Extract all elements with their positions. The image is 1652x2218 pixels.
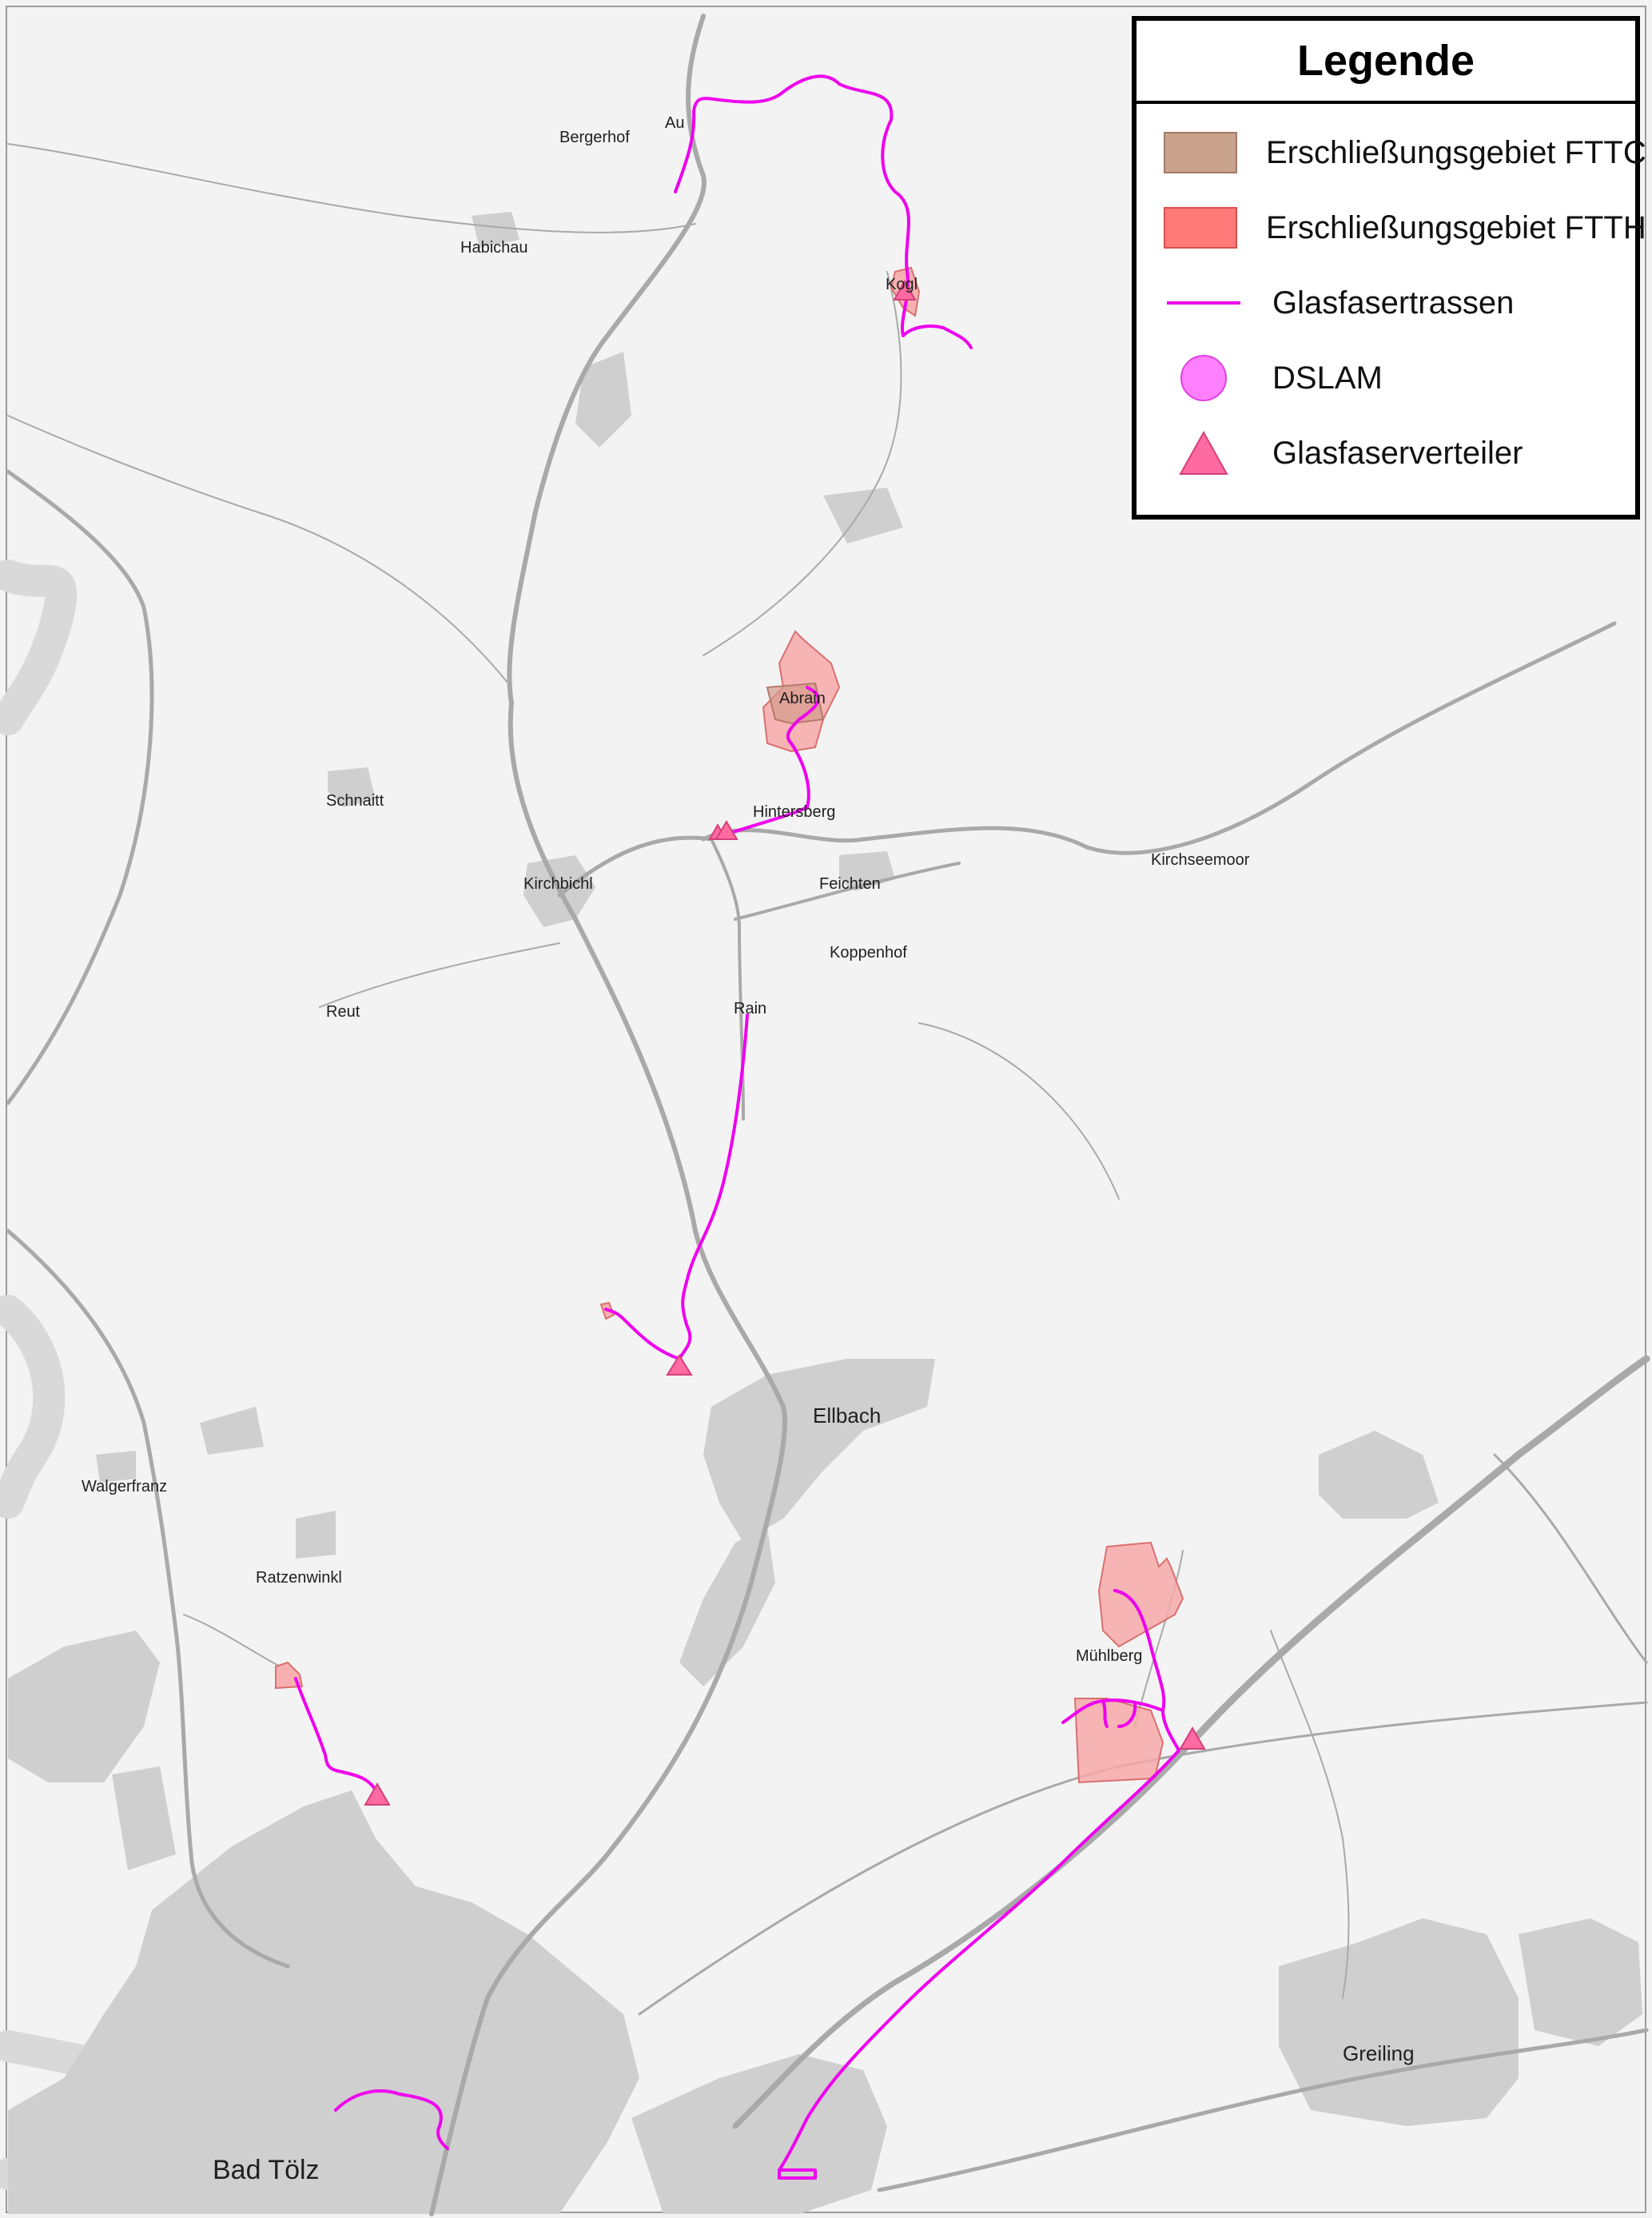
road-feichten	[734, 862, 961, 921]
label-muehlberg: Mühlberg	[1076, 1647, 1142, 1665]
map-frame	[6, 6, 1646, 2213]
settlement-greiling	[1279, 1918, 1519, 2126]
legend-item-fttc: Erschließungsgebiet FTTC	[1136, 115, 1646, 190]
label-kirchbichl: Kirchbichl	[523, 875, 593, 893]
distributor-ratzenwinkl	[364, 1782, 391, 1806]
settlement-northeast	[1319, 1431, 1439, 1519]
legend-title: Legende	[1136, 21, 1635, 104]
road-greiling	[877, 2028, 1649, 2192]
ftth-area-swatch	[1164, 204, 1237, 252]
dslam-circle-icon	[1164, 354, 1244, 402]
legend-label-fttc: Erschließungsgebiet FTTC	[1266, 134, 1646, 170]
label-hintersberg: Hintersberg	[753, 803, 835, 821]
label-walgerfranz: Walgerfranz	[82, 1478, 167, 1495]
road-minor-4	[918, 1022, 1120, 1200]
fiber-route-west-branch	[604, 1308, 681, 1360]
label-ratzenwinkl: Ratzenwinkl	[256, 1569, 342, 1587]
distributor-hintersberg-main	[715, 820, 738, 840]
label-kirchseemoor: Kirchseemoor	[1151, 851, 1250, 869]
label-kogl: Kogl	[886, 276, 918, 293]
map-legend: Legende Erschließungsgebiet FTTC Erschli…	[1132, 16, 1646, 520]
settlement-ellbach-south	[679, 1527, 775, 1686]
label-bergerhof: Bergerhof	[559, 129, 630, 146]
road-main-north-south	[429, 14, 787, 2216]
settlement-walgerfranz	[96, 1451, 136, 1483]
settlement-bad-toelz	[8, 1790, 639, 2214]
fttc-area-swatch	[1164, 129, 1237, 177]
label-schnaitt: Schnaitt	[326, 792, 384, 810]
fiber-route-toelz-south	[778, 2168, 817, 2180]
label-au: Au	[665, 114, 684, 132]
settlement-woods-1	[575, 352, 631, 448]
fiber-route-muehlberg	[1113, 1589, 1180, 1752]
settlement-areas	[8, 212, 1642, 2214]
label-greiling: Greiling	[1343, 2041, 1415, 2065]
fiber-route-rain-ellbach	[678, 1013, 749, 1360]
road-minor-5	[1270, 1630, 1350, 1999]
road-west-south	[6, 1228, 290, 1969]
label-rain: Rain	[734, 1000, 766, 1017]
road-network	[6, 14, 1650, 2216]
label-reut: Reut	[326, 1003, 360, 1021]
label-feichten: Feichten	[819, 875, 881, 893]
settlement-ratzenwinkl	[296, 1511, 336, 1559]
distributor-kogl	[893, 279, 917, 301]
label-koppenhof: Koppenhof	[830, 944, 907, 962]
road-minor-8	[703, 271, 902, 656]
legend-label-distributor: Glasfaserverteiler	[1272, 435, 1523, 471]
legend-label-ftth: Erschließungsgebiet FTTH	[1266, 209, 1646, 245]
fiber-routes	[294, 74, 1180, 2180]
label-ellbach: Ellbach	[813, 1404, 881, 1428]
legend-item-dslam: DSLAM	[1136, 340, 1635, 416]
legend-item-fiber-route: Glasfasertrassen	[1136, 265, 1635, 340]
road-minor-3	[319, 942, 560, 1008]
road-east-kirchseemoor	[701, 621, 1617, 855]
development-areas	[275, 266, 1184, 1784]
road-west-b13	[6, 469, 154, 1105]
settlement-greiling-east	[1519, 1918, 1642, 2046]
place-labels: Au Bergerhof Habichau Kogl Abrain Hinter…	[82, 114, 1415, 2185]
settlement-bad-toelz-west	[8, 1631, 160, 1782]
road-highway-east	[1195, 1355, 1650, 1738]
legend-item-ftth: Erschließungsgebiet FTTH	[1136, 190, 1646, 265]
settlement-ellbach	[703, 1359, 935, 1543]
fiber-line-icon	[1164, 279, 1244, 327]
fiber-route-ratzenwinkl	[294, 1677, 377, 1792]
ftth-area-muehlberg-north	[1097, 1541, 1184, 1648]
legend-item-distributor: Glasfaserverteiler	[1136, 416, 1635, 491]
road-northeast-diag	[1493, 1453, 1648, 1664]
settlement-woods-3	[200, 1407, 264, 1455]
fiber-route-abrain-hintersberg	[722, 686, 820, 837]
settlement-woods-2	[823, 488, 903, 544]
road-kirchbichl-east	[557, 835, 714, 898]
distributor-muehlberg	[1179, 1726, 1206, 1750]
label-abrain: Abrain	[779, 690, 826, 707]
fiber-distributors	[364, 279, 1206, 1806]
road-minor-6	[183, 1614, 289, 1671]
label-bad-toelz: Bad Tölz	[213, 2155, 320, 2185]
settlement-habichau	[472, 212, 519, 248]
label-habichau: Habichau	[460, 239, 528, 257]
settlement-schnaitt	[328, 767, 376, 807]
road-minor-2	[7, 415, 512, 688]
distributor-ellbach	[666, 1354, 693, 1376]
settlement-west-field	[112, 1766, 176, 1870]
legend-label-fiber-route: Glasfasertrassen	[1272, 285, 1515, 321]
road-highway-southwest	[732, 1731, 1202, 2129]
fiber-route-au-kogl	[674, 74, 973, 349]
road-minor-1	[7, 143, 696, 233]
legend-label-dslam: DSLAM	[1272, 360, 1383, 396]
fiber-route-muehlberg-loop	[1061, 1698, 1164, 1728]
fiber-route-toelz-center	[334, 2089, 449, 2150]
distributor-triangle-icon	[1164, 429, 1244, 477]
fiber-route-highway	[778, 1749, 1180, 2172]
ftth-area-muehlberg-south	[1073, 1698, 1164, 1784]
